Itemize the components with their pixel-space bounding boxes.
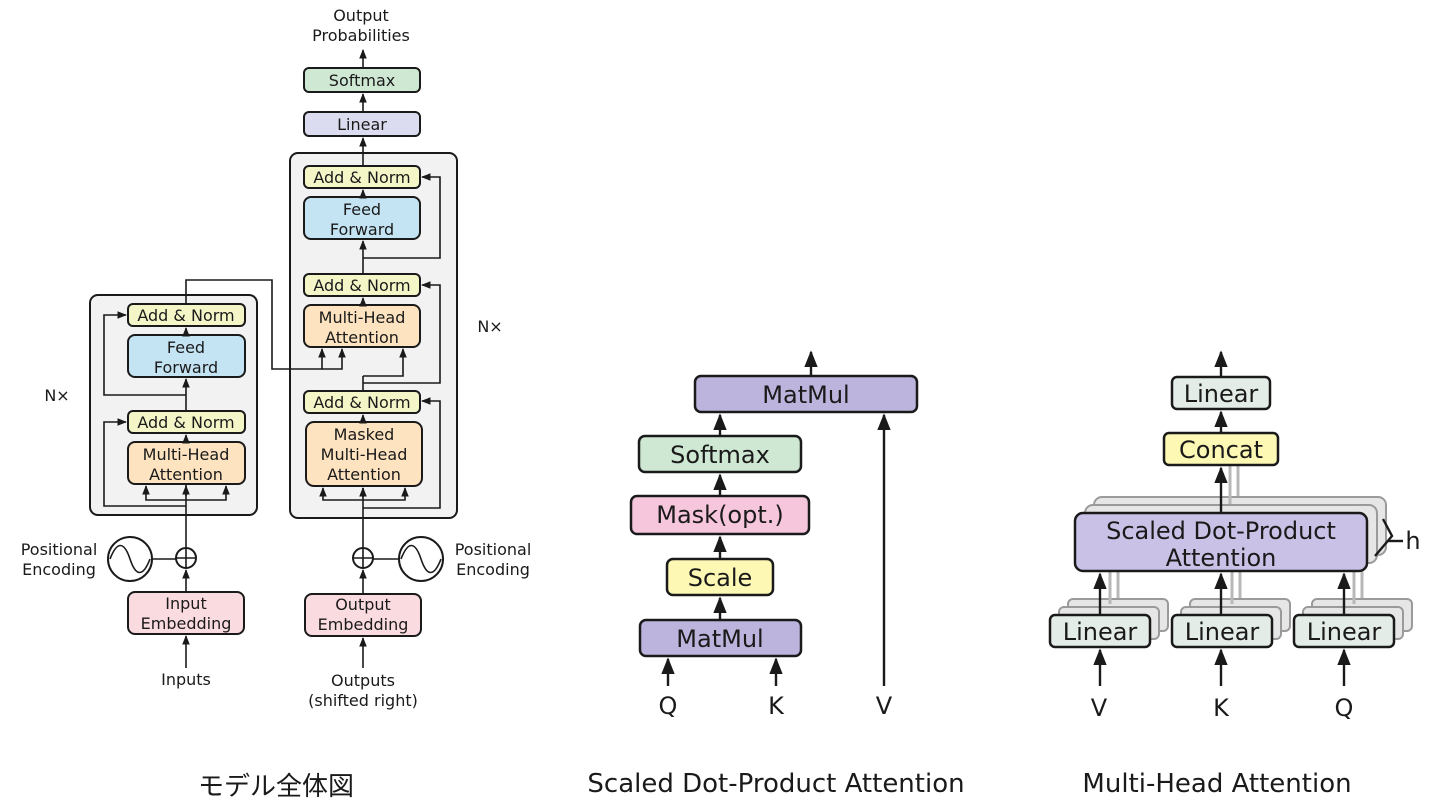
decoder-add-norm-3-label: Add & Norm [313, 168, 410, 187]
encoder-sine-wave-icon [107, 536, 153, 582]
mha-h-bracket [1374, 518, 1394, 557]
output-emb-label-1: Output [335, 595, 391, 614]
mha-v-label: V [1091, 694, 1108, 722]
decoder-mha-label-2: Attention [325, 328, 399, 347]
sdpa-v-label: V [876, 692, 893, 720]
mha-linear-v-label: Linear [1063, 618, 1138, 646]
encoder-nx-label: N× [44, 386, 69, 405]
decoder-add-norm-1-label: Add & Norm [313, 393, 410, 412]
encoder-add-norm-2-label: Add & Norm [137, 306, 234, 325]
encoder-plus-icon [175, 547, 197, 569]
outputs-label-1: Outputs [331, 671, 395, 690]
sdpa-mask-label: Mask(opt.) [656, 501, 784, 529]
decoder-plus-icon [352, 547, 374, 569]
sdpa-q-label: Q [659, 692, 678, 720]
decoder-add-norm-1 [303, 390, 421, 414]
encoder-add-norm-1-label: Add & Norm [137, 413, 234, 432]
mha-diagram: Linear Concat Scaled Dot-Product Attenti… [1048, 350, 1421, 799]
model-softmax-block [303, 67, 421, 93]
decoder-sine-wave-icon [398, 536, 444, 582]
decoder-add-norm-3 [303, 165, 421, 189]
decoder-nx-label: N× [477, 317, 502, 336]
decoder-add-norm-2-label: Add & Norm [313, 276, 410, 295]
input-emb-label-2: Embedding [141, 614, 232, 633]
inputs-label: Inputs [161, 670, 211, 689]
encoder-ff-label-2: Forward [154, 358, 218, 377]
mha-sdpa-label-1: Scaled Dot-Product [1106, 517, 1336, 545]
encoder-pos-enc-label-2: Encoding [22, 560, 96, 579]
outputs-label-2: (shifted right) [308, 691, 418, 710]
model-linear-block [303, 111, 421, 137]
sdpa-matmul-top [693, 374, 919, 414]
decoder-add-norm-2 [303, 273, 421, 297]
sdpa-k-label: K [768, 692, 785, 720]
decoder-ff-label-2: Forward [330, 220, 394, 239]
output-emb-label-2: Embedding [318, 615, 409, 634]
decoder-ff-label-1: Feed [343, 200, 381, 219]
sdpa-diagram: MatMul Softmax Mask(opt.) Scale MatMul Q… [587, 350, 965, 799]
encoder-ff-label-1: Feed [167, 338, 205, 357]
mha-sdpa-label-2: Attention [1166, 544, 1277, 572]
decoder-pos-enc-label-1: Positional [455, 540, 532, 559]
mha-concat-label: Concat [1179, 436, 1263, 464]
decoder-pos-enc-label-2: Encoding [456, 560, 530, 579]
model-caption: モデル全体図 [198, 772, 354, 802]
mha-connections [1093, 350, 1351, 686]
input-emb-label-1: Input [165, 594, 206, 613]
mha-linear-k-label: Linear [1185, 618, 1260, 646]
mha-linear-top-label: Linear [1184, 380, 1259, 408]
output-probabilities-label-2: Probabilities [312, 26, 410, 45]
encoder-mha-label-2: Attention [149, 465, 223, 484]
sdpa-scale-label: Scale [688, 564, 753, 592]
encoder-pos-enc-label-1: Positional [21, 540, 98, 559]
masked-label-1: Masked [334, 425, 395, 444]
model-linear-label: Linear [337, 115, 387, 134]
mha-k-label: K [1213, 694, 1230, 722]
mha-linear-q-label: Linear [1307, 618, 1382, 646]
decoder-mha-label-1: Multi-Head [319, 308, 406, 327]
output-probabilities-label: Output [333, 6, 389, 25]
model-diagram: Output Probabilities Softmax Linear Add … [21, 6, 532, 802]
sdpa-matmul-top-label: MatMul [762, 381, 849, 409]
model-connections [103, 49, 441, 668]
mha-q-label: Q [1335, 694, 1354, 722]
masked-label-2: Multi-Head [321, 445, 408, 464]
mha-h-label: h [1405, 527, 1420, 555]
encoder-mha-label-1: Multi-Head [143, 445, 230, 464]
sdpa-matmul-bottom-label: MatMul [676, 625, 763, 653]
masked-label-3: Attention [327, 465, 401, 484]
sdpa-softmax-label: Softmax [670, 441, 770, 469]
mha-caption: Multi-Head Attention [1082, 769, 1351, 799]
sdpa-caption: Scaled Dot-Product Attention [587, 769, 964, 799]
sdpa-connections [661, 350, 891, 686]
model-softmax-label: Softmax [329, 71, 395, 90]
